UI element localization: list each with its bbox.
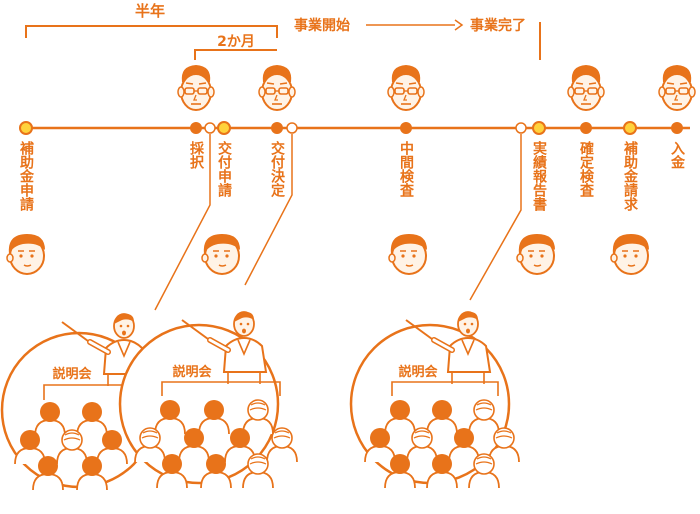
node-yellow: [532, 121, 546, 135]
briefing-connectors: [154, 134, 522, 311]
briefing-label: 説明会: [52, 366, 92, 382]
official-icon: [387, 64, 425, 111]
applicant-icon: [6, 233, 47, 275]
two-months-bracket: 2か月: [194, 34, 277, 60]
node-orange: [190, 122, 202, 134]
business-complete-label: 事業完了: [470, 17, 526, 34]
milestone-payment: 入金: [669, 141, 686, 169]
milestone-subsidy-claim: 補助金請求: [622, 140, 639, 212]
official-icon: [258, 64, 296, 111]
official-icon: [177, 64, 215, 111]
half-year-label: 半年: [135, 2, 165, 20]
briefing-session-2: 説明会: [118, 312, 298, 489]
milestone-adoption: 採択: [188, 140, 204, 170]
milestone-grant-application: 交付申請: [216, 140, 232, 198]
node-white: [515, 122, 527, 134]
briefing-session-1: 説明会: [0, 314, 158, 491]
node-yellow: [623, 121, 637, 135]
milestone-grant-decision: 交付決定: [269, 140, 285, 198]
node-white: [204, 122, 216, 134]
applicant-icon: [201, 233, 241, 275]
briefing-label: 説明会: [398, 364, 438, 380]
node-orange: [271, 122, 283, 134]
timeline-nodes: [19, 121, 683, 135]
node-orange: [400, 122, 412, 134]
business-start-label: 事業開始: [294, 17, 350, 34]
node-yellow: [19, 121, 33, 135]
milestone-final-inspection: 確定検査: [578, 140, 594, 198]
milestone-performance-report: 実績報告書: [531, 140, 547, 212]
whiteboard: [161, 381, 281, 396]
half-year-bracket: 半年: [25, 2, 278, 38]
applicant-icon: [610, 233, 650, 275]
official-icon: [658, 64, 696, 111]
applicant-icon: [516, 233, 556, 275]
milestone-interim-inspection: 中間検査: [398, 140, 414, 198]
whiteboard: [391, 381, 499, 396]
node-white: [286, 122, 298, 134]
business-period-header: 事業開始 事業完了: [294, 17, 541, 60]
briefing-label: 説明会: [172, 364, 212, 380]
two-months-label: 2か月: [217, 34, 255, 50]
node-orange: [671, 122, 683, 134]
briefing-session-3: 説明会: [349, 312, 520, 489]
official-icon: [567, 64, 605, 111]
milestone-subsidy-application: 補助金申請: [18, 140, 35, 212]
applicant-icon: [388, 233, 428, 275]
node-orange: [580, 122, 592, 134]
node-yellow: [217, 121, 231, 135]
